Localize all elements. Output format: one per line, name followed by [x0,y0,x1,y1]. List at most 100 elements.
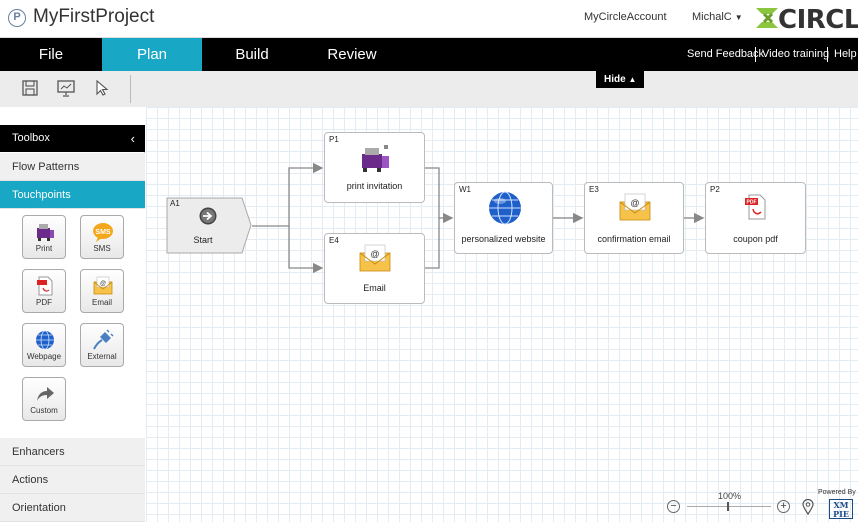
svg-text:PDF: PDF [747,200,757,206]
help-link[interactable]: Help [834,48,857,60]
node-label: coupon pdf [733,234,778,244]
powered-by-label: Powered By [818,489,856,496]
touchpoint-print[interactable]: Print [22,215,66,259]
node-label: Start [193,235,213,245]
node-id: E4 [329,236,339,245]
touchpoint-label: Print [35,244,53,253]
flow-node-email[interactable]: E4 @ Email [324,233,425,304]
node-id: A1 [170,199,180,208]
flow-connectors [252,162,705,274]
email-icon: @ [619,193,651,221]
video-training-link[interactable]: Video training [762,48,830,60]
user-menu[interactable]: MichalC▼ [692,11,743,23]
toolbar [0,71,858,107]
sms-icon: SMS [93,223,113,242]
start-node-shape [166,197,252,254]
zoom-level: 100% [718,491,742,501]
svg-text:@: @ [630,198,639,208]
node-label: print invitation [346,181,403,191]
node-label: personalized website [461,234,546,244]
touchpoint-label: Email [91,298,112,307]
sidebar-item-flow-patterns[interactable]: Flow Patterns [0,153,145,181]
zoom-out-button[interactable]: − [667,500,680,513]
pdf-icon [37,276,53,296]
svg-text:@: @ [100,281,106,287]
sidebar-item-orientation[interactable]: Orientation [0,494,145,522]
pdf-icon: PDF [745,194,766,220]
touchpoint-pdf[interactable]: PDF [22,269,66,313]
flow-node-confirmation-email[interactable]: E3 @ confirmation email [584,182,684,254]
zoom-slider-track[interactable] [687,506,771,507]
nav-divider [827,47,828,62]
email-icon: @ [93,276,113,295]
touchpoint-label: Custom [30,406,58,415]
tab-build[interactable]: Build [235,46,269,63]
touchpoint-sms[interactable]: SMS SMS [80,215,124,259]
touchpoint-label: External [87,352,117,361]
touchpoints-grid: Print SMS SMS PDF @ [0,209,145,439]
touchpoint-label: SMS [93,244,111,253]
flow-node-print-invitation[interactable]: P1 print invitation [324,132,425,203]
sidebar-item-enhancers[interactable]: Enhancers [0,438,145,466]
nav-divider [755,47,756,62]
touchpoint-label: Webpage [26,352,62,361]
my-circle-account-link[interactable]: MyCircleAccount [584,11,667,23]
map-pin-icon[interactable] [802,499,814,515]
brand-name: CIRCLE [778,5,858,35]
node-label: Email [363,283,386,293]
svg-text:@: @ [370,249,379,259]
node-id: W1 [459,185,471,194]
connector-a1-e4 [288,226,324,274]
node-label: confirmation email [597,234,671,244]
share-arrow-icon [37,387,54,401]
printer-icon [362,145,389,172]
plug-icon [93,329,114,350]
sidebar-item-actions[interactable]: Actions [0,466,145,494]
save-icon[interactable] [21,79,39,97]
zoom-in-button[interactable]: + [777,500,790,513]
app-logo-icon[interactable]: P [8,9,26,27]
touchpoint-external[interactable]: External [80,323,124,367]
node-id: P2 [710,185,720,194]
main-navbar: File Plan Build Review Send Feedback Vid… [0,38,858,71]
svg-text:SMS: SMS [95,229,111,236]
xmpie-logo: XM PIE [829,499,853,519]
connector-e4-w1 [425,218,440,269]
circle-logo-mark-icon [756,8,778,28]
toolbox-title: Toolbox [12,132,50,144]
tab-plan[interactable]: Plan [102,38,202,71]
globe-icon [489,191,521,225]
toolbox-sidebar: Toolbox ‹ Flow Patterns Touchpoints Prin… [0,125,145,522]
flow-node-start[interactable]: A1 Start [166,197,252,254]
sidebar-item-touchpoints[interactable]: Touchpoints [0,181,145,209]
touchpoint-custom[interactable]: Custom [22,377,66,421]
send-feedback-link[interactable]: Send Feedback [687,48,765,60]
presentation-icon[interactable] [57,79,75,97]
flow-node-personalized-website[interactable]: W1 personalized website [454,182,553,254]
pointer-icon[interactable] [93,79,111,97]
touchpoint-webpage[interactable]: Webpage [22,323,66,367]
caret-up-icon: ▲ [628,75,637,84]
user-name: MichalC [692,11,732,23]
connector-p1-w1 [425,167,454,224]
zoom-slider-thumb[interactable] [727,502,729,511]
circle-brand-logo: CIRCLE [752,2,858,35]
toolbox-header[interactable]: Toolbox ‹ [0,125,145,152]
collapse-chevron-icon[interactable]: ‹ [130,131,135,146]
toolbar-divider [130,75,131,103]
connector-a1-p1 [252,162,324,227]
tab-review[interactable]: Review [327,46,377,63]
flow-canvas[interactable]: A1 Start P1 print invitation E4 @ Email [146,107,858,522]
tab-file[interactable]: File [38,46,64,63]
touchpoint-email[interactable]: @ Email [80,269,124,313]
hide-toolbar-button[interactable]: Hide ▲ [596,71,644,88]
caret-down-icon: ▼ [734,13,743,22]
node-id: P1 [329,135,339,144]
node-id: E3 [589,185,599,194]
printer-icon [37,224,54,241]
project-title: MyFirstProject [33,6,155,27]
flow-node-coupon-pdf[interactable]: P2 PDF coupon pdf [705,182,806,254]
globe-icon [36,330,54,350]
start-arrow-icon [199,207,217,225]
touchpoint-label: PDF [36,298,52,307]
